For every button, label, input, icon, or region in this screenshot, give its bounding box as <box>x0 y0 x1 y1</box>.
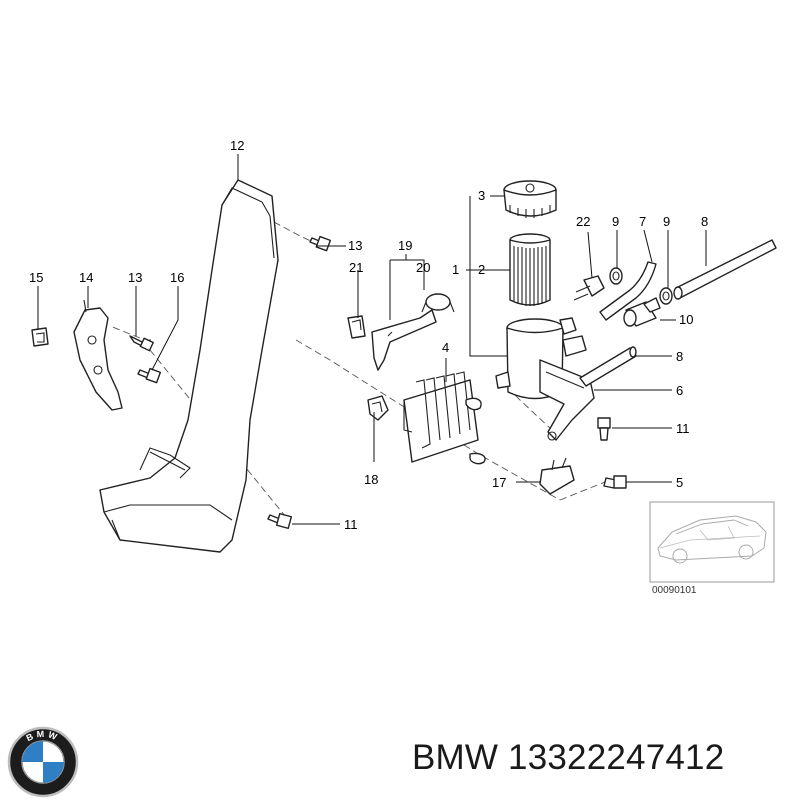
screw-part-11-bottom <box>267 512 293 530</box>
screw-part-16 <box>137 367 162 384</box>
seal-ring-part-9-left <box>609 267 623 285</box>
screw-part-13-left <box>129 335 154 352</box>
callout-3: 3 <box>478 188 485 203</box>
bracket-part-14 <box>73 299 123 411</box>
support-bracket-part-6 <box>539 359 595 441</box>
filter-cap-part-3 <box>503 180 557 218</box>
hose-part-8-lower <box>579 346 637 387</box>
callout-4: 4 <box>442 340 449 355</box>
bracket-part-19 <box>371 309 437 371</box>
callout-21: 21 <box>349 260 363 275</box>
callout-15: 15 <box>29 270 43 285</box>
clip-part-21 <box>347 315 366 339</box>
hose-part-7 <box>599 261 657 321</box>
reference-code: 00090101 <box>652 585 697 596</box>
svg-text:BMW: BMW <box>25 729 62 743</box>
part-number-caption: BMW 13322247412 <box>412 738 725 777</box>
clip-part-17 <box>539 457 575 495</box>
callout-9-left: 9 <box>612 214 619 229</box>
screw-part-13-top <box>309 235 332 252</box>
callout-6: 6 <box>676 383 683 398</box>
clamp-part-20 <box>421 293 455 313</box>
callout-13-left: 13 <box>128 270 142 285</box>
callout-labels: 12 15 14 13 16 13 19 21 20 18 4 3 1 2 22… <box>29 138 708 532</box>
air-duct-part-12 <box>99 179 279 553</box>
vehicle-thumbnail: 00090101 <box>649 501 775 596</box>
callout-11-bottom: 11 <box>344 517 358 532</box>
callout-5: 5 <box>676 475 683 490</box>
leader-lines <box>37 154 707 525</box>
callout-17: 17 <box>492 475 506 490</box>
callout-7: 7 <box>639 214 646 229</box>
clip-part-15 <box>31 327 49 347</box>
bmw-logo: BMW <box>7 726 79 798</box>
callout-9-right: 9 <box>663 214 670 229</box>
callout-12: 12 <box>230 138 244 153</box>
seal-ring-part-9-right <box>659 287 673 305</box>
callout-22: 22 <box>576 214 590 229</box>
oil-cooler-part-4 <box>403 371 486 465</box>
callout-11-right: 11 <box>676 421 690 436</box>
valve-part-10 <box>623 297 661 327</box>
callout-8-lower: 8 <box>676 349 683 364</box>
callout-14: 14 <box>79 270 93 285</box>
callout-13-top: 13 <box>348 238 362 253</box>
filter-element-part-2 <box>509 233 551 306</box>
callout-20: 20 <box>416 260 430 275</box>
callout-1: 1 <box>452 262 459 277</box>
screw-part-5 <box>603 475 627 489</box>
callout-2: 2 <box>478 262 485 277</box>
screw-part-11-right <box>597 417 611 441</box>
connector-part-22 <box>573 275 605 301</box>
callout-10: 10 <box>679 312 693 327</box>
hose-part-8-main <box>673 239 777 300</box>
callout-18: 18 <box>364 472 378 487</box>
callout-19: 19 <box>398 238 412 253</box>
callout-8-top: 8 <box>701 214 708 229</box>
callout-16: 16 <box>170 270 184 285</box>
logo-lettering: BMW <box>25 729 59 743</box>
clip-part-18 <box>367 395 389 421</box>
